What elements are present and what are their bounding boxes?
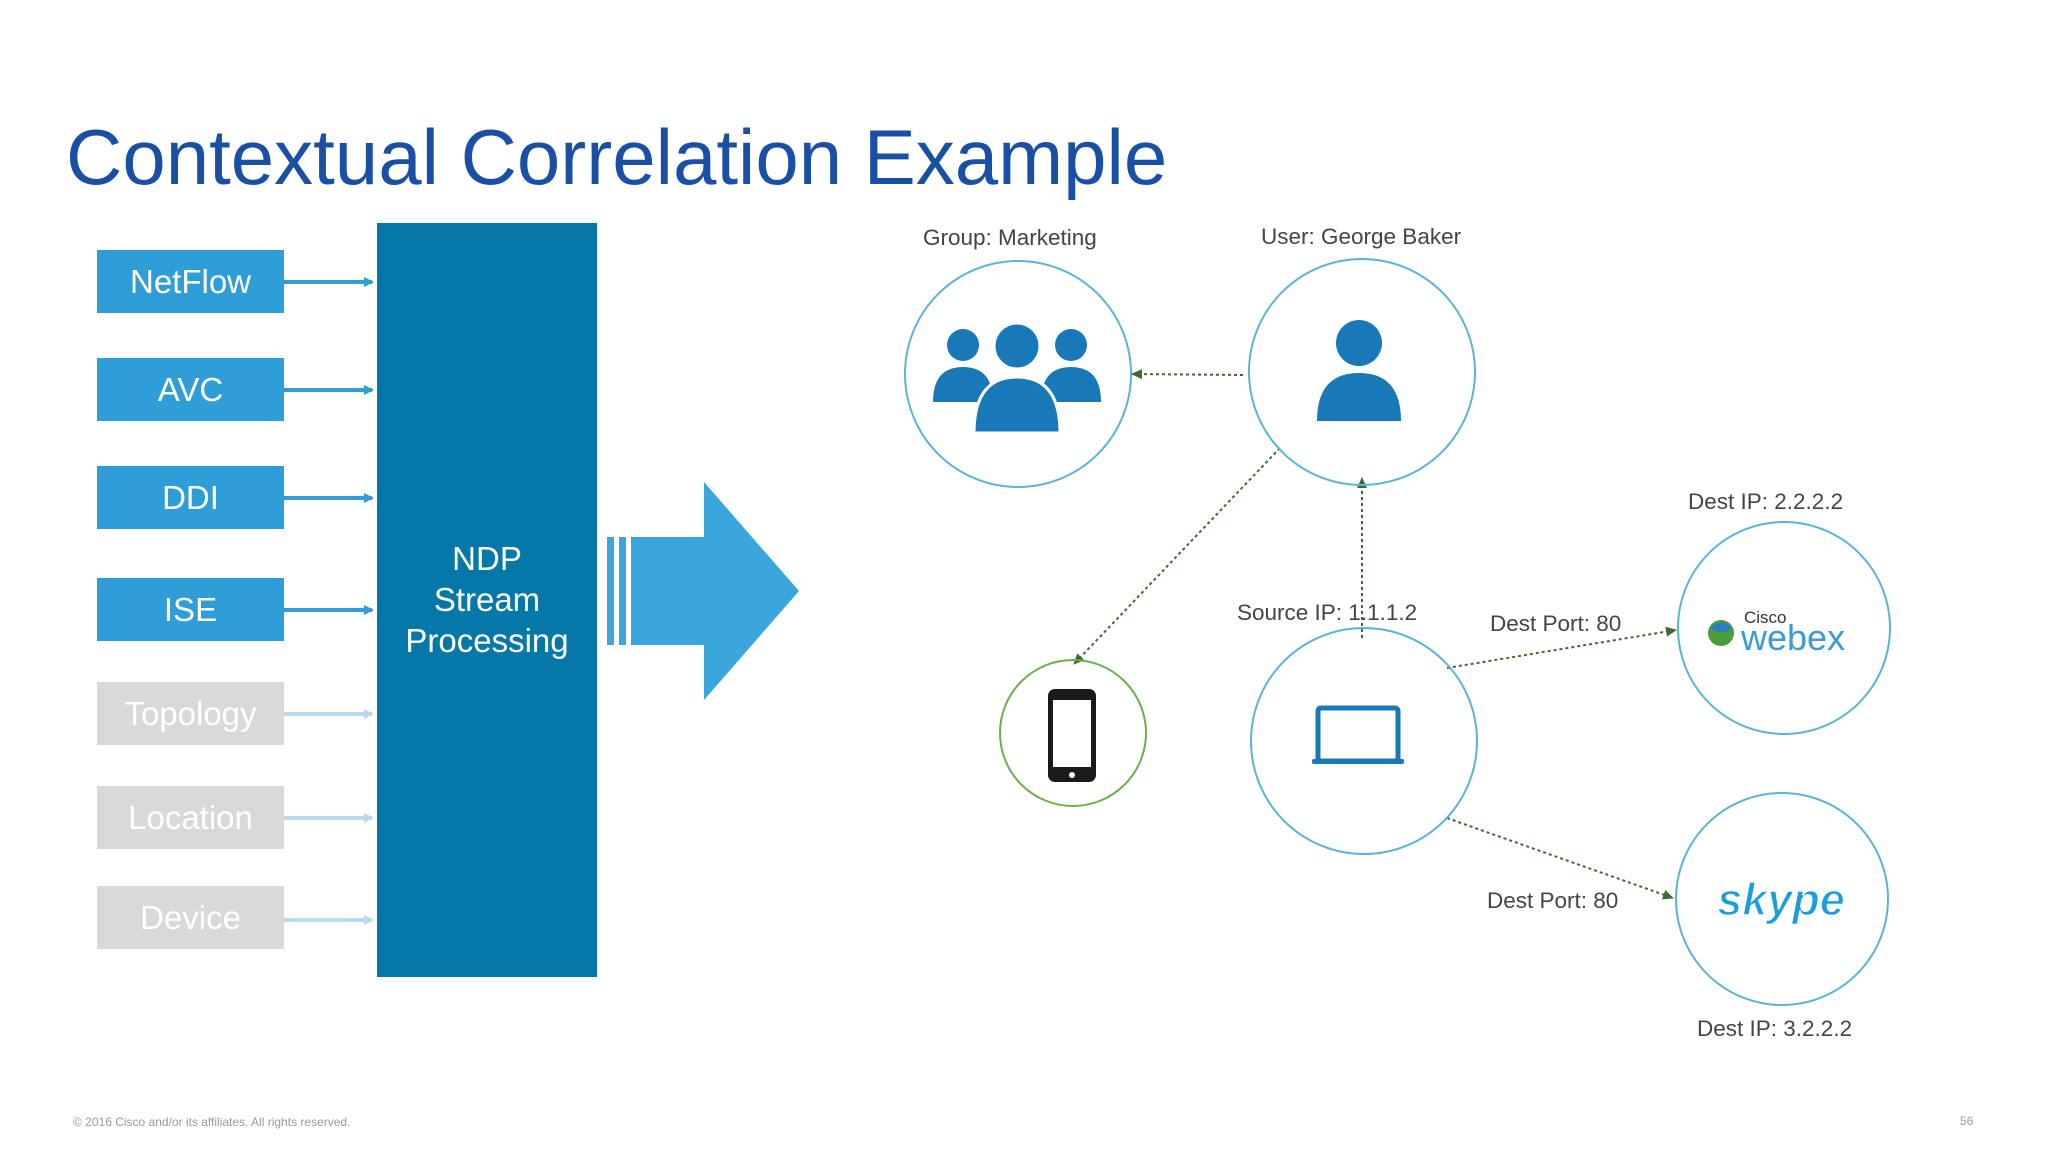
input-arrows [284, 277, 374, 925]
smartphone-icon [1048, 689, 1096, 782]
page-number: 56 [1960, 1114, 1974, 1128]
input-topology: Topology [97, 682, 284, 745]
laptop-icon [1312, 705, 1404, 764]
skype-logo: skype [1716, 873, 1845, 926]
ndp-label-line2: Stream [433, 581, 541, 618]
webex-logo-small: Cisco [1744, 608, 1787, 627]
big-output-arrow [607, 482, 799, 700]
relation-lines [1073, 369, 1677, 900]
webex-logo: Cisco webex [1708, 608, 1845, 658]
input-location: Location [97, 786, 284, 849]
webex-logo-main: webex [1740, 617, 1845, 658]
input-avc: AVC [97, 358, 284, 421]
source-ip-label: Source IP: 1.1.1.2 [1237, 600, 1418, 625]
skype-dest-ip-label: Dest IP: 3.2.2.2 [1697, 1016, 1853, 1041]
group-users-icon [933, 321, 1101, 435]
input-device: Device [97, 886, 284, 949]
ndp-label-line1: NDP [452, 540, 522, 577]
skype-logo-text: skype [1717, 874, 1845, 925]
line-user-to-group [1131, 369, 1244, 380]
ndp-stream-processing-block [377, 223, 597, 977]
line-laptop-to-webex [1446, 626, 1677, 669]
group-label: Group: Marketing [923, 225, 1097, 250]
group-node-circle [904, 260, 1132, 488]
phone-node-circle [999, 659, 1147, 807]
user-label: User: George Baker [1261, 224, 1462, 249]
input-netflow: NetFlow [97, 250, 284, 313]
line-laptop-to-skype [1446, 817, 1674, 900]
laptop-node-circle [1250, 627, 1478, 855]
user-node-circle [1248, 258, 1476, 486]
ndp-label-line3: Processing [405, 622, 569, 659]
line-user-to-phone [1073, 447, 1281, 665]
user-icon [1317, 320, 1401, 421]
webex-dest-port-label: Dest Port: 80 [1490, 611, 1622, 636]
ndp-label: NDP Stream Processing [377, 538, 597, 661]
input-ddi: DDI [97, 466, 284, 529]
webex-node-circle [1677, 521, 1891, 735]
webex-dest-ip-label: Dest IP: 2.2.2.2 [1688, 489, 1844, 514]
copyright-footer: © 2016 Cisco and/or its affiliates. All … [73, 1115, 351, 1129]
skype-dest-port-label: Dest Port: 80 [1487, 888, 1619, 913]
slide-title: Contextual Correlation Example [66, 113, 1168, 201]
skype-node-circle [1675, 792, 1889, 1006]
input-ise: ISE [97, 578, 284, 641]
